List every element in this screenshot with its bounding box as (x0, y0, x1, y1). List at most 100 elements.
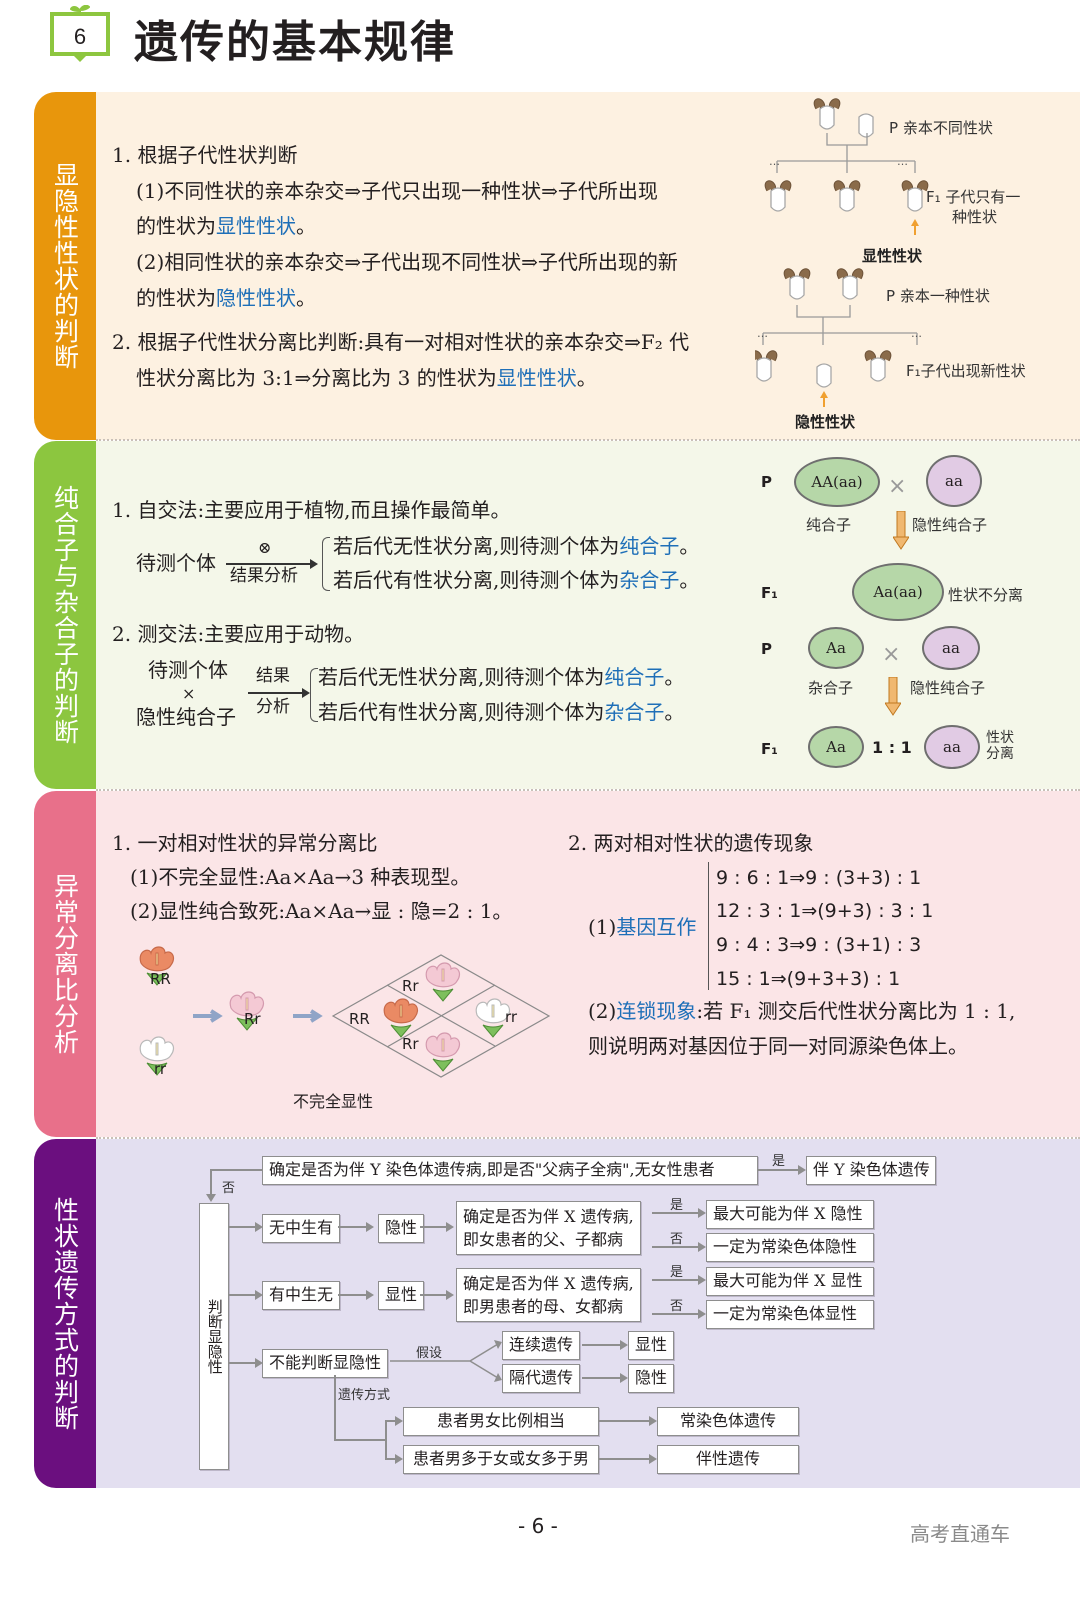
box-autosomal-recessive: 一定为常染色体隐性 (706, 1233, 874, 1262)
cross-symbol-2: × (882, 642, 901, 667)
test-subject: 待测个体 (148, 658, 228, 682)
label-no: 否 (670, 1299, 684, 1314)
s3-linkage-line2: 则说明两对基因位于同一对同源染色体上。 (588, 1034, 968, 1058)
label-yes: 是 (670, 1265, 684, 1280)
arrowhead-down (206, 1194, 216, 1202)
section4-tab-label: 性状遗传方式的判断 (50, 1196, 80, 1431)
oval-aa-1: aa (926, 455, 982, 507)
box-autosomal-inheritance: 常染色体遗传 (657, 1407, 799, 1436)
arrowhead (395, 1454, 403, 1464)
selfing-case1: 若后代无性状分离,则待测个体为纯合子。 (333, 534, 700, 558)
connector (582, 1377, 622, 1379)
label-separation-b: 分离 (986, 746, 1014, 762)
watermark: 高考直通车 (910, 1522, 1010, 1546)
label-no-separation: 性状不分离 (948, 586, 1024, 604)
s2-item1-title: 1. 自交法:主要应用于植物,而且操作最简单。 (112, 498, 511, 522)
test-arrow (248, 692, 304, 694)
box-nothing-from-something: 有中生无 (262, 1281, 341, 1310)
label-f1-2: F₁ (761, 740, 778, 758)
selfing-arrow (226, 563, 312, 565)
connector (599, 1420, 651, 1422)
ratio-brace (708, 862, 714, 990)
arrowhead (698, 1208, 706, 1218)
connector (385, 1458, 397, 1460)
test-partner: 隐性纯合子 (136, 705, 236, 729)
cross-symbol-1: × (888, 474, 907, 499)
chapter-book-icon: 6 (50, 12, 110, 56)
section-divider (96, 439, 1080, 441)
svg-text:…: … (757, 327, 768, 340)
box-autosomal-dominant: 一定为常染色体显性 (706, 1300, 874, 1329)
label-inheritance-mode: 遗传方式 (338, 1388, 391, 1403)
selfing-case2: 若后代有性状分离,则待测个体为杂合子。 (333, 568, 700, 592)
oval-AA: AA(aa) (794, 457, 880, 507)
section1-panel (96, 92, 1080, 440)
grid-top-Rr: Rr (402, 977, 419, 995)
label-p2: P (761, 640, 772, 658)
box-equal-ratio: 患者男女比例相当 (403, 1407, 599, 1436)
arrowhead (395, 1416, 403, 1426)
assume-branch-lines (390, 1340, 502, 1382)
box-unequal-ratio: 患者男多于女或女多于男 (403, 1445, 599, 1474)
connector (652, 1313, 700, 1315)
flower-caption: 不完全显性 (293, 1092, 374, 1111)
box-skip-generation: 隔代遗传 (502, 1364, 581, 1393)
s1-item2-line1: 2. 根据子代性状分离比判断:具有一对相对性状的亲本杂交⇒F₂ 代 (112, 330, 690, 354)
section3-tab-label: 异常分离比分析 (50, 873, 80, 1055)
arrowhead (798, 1165, 806, 1175)
arrowhead (620, 1373, 628, 1383)
oval-F1-aa: aa (924, 725, 980, 769)
selfing-arrowhead (310, 559, 318, 569)
flower-parent-RR: RR (150, 970, 171, 988)
grid-bottom-Rr: Rr (402, 1035, 419, 1053)
label-homozygous: 纯合子 (806, 516, 852, 534)
box-check-x-linked-recessive: 确定是否为伴 X 遗传病, 即女患者的父、子都病 (456, 1201, 641, 1256)
connector (420, 1226, 448, 1228)
label-f1-1: F₁ (761, 584, 778, 602)
highlight-recessive: 隐性性状 (216, 286, 296, 310)
box-likely-x-recessive: 最大可能为伴 X 隐性 (706, 1200, 874, 1229)
flower-f1-Rr: Rr (244, 1010, 261, 1028)
highlight-dominant: 显性性状 (216, 214, 296, 238)
box-check-y-linked: 确定是否为伴 Y 染色体遗传病,即是否"父病子全病",无女性患者 (262, 1156, 758, 1185)
box-recessive: 隐性 (378, 1214, 425, 1243)
s1-item1-sub1-line1: (1)不同性状的亲本杂交⇒子代只出现一种性状⇒子代所出现 (136, 179, 658, 203)
selfing-subject: 待测个体 (136, 551, 216, 575)
down-arrow-2 (884, 676, 902, 717)
connector (334, 1375, 336, 1440)
s3-item1-title: 1. 一对相对性状的异常分离比 (112, 831, 378, 855)
box-sex-linked: 伴性遗传 (657, 1445, 799, 1474)
s1-item2-line2: 性状分离比为 3:1⇒分离比为 3 的性状为显性性状。 (136, 366, 597, 390)
connector (385, 1420, 387, 1458)
selfing-symbol: ⊗ (258, 538, 272, 557)
connector (758, 1169, 800, 1171)
label-f1-one-trait-a: F₁ 子代只有一 (926, 188, 1021, 206)
arrowhead (366, 1222, 374, 1232)
svg-text:…: … (769, 155, 780, 168)
s3-item2-title: 2. 两对相对性状的遗传现象 (568, 831, 814, 855)
ratio-row: 15 : 1⇒(9+3+3) : 1 (716, 968, 901, 990)
section3-panel (96, 791, 1080, 1137)
arrowhead (698, 1309, 706, 1319)
connector (334, 1439, 386, 1441)
box-y-linked: 伴 Y 染色体遗传 (806, 1156, 936, 1185)
selfing-below: 结果分析 (230, 566, 298, 586)
s2-item2-title: 2. 测交法:主要应用于动物。 (112, 622, 365, 646)
s3-linkage-line1: (2)连锁现象:若 F₁ 测交后代性状分离比为 1 : 1, (588, 999, 1016, 1023)
label-separation-a: 性状 (986, 730, 1014, 746)
arrowhead (649, 1454, 657, 1464)
test-case1: 若后代无性状分离,则待测个体为纯合子。 (318, 665, 685, 689)
arrowhead (698, 1275, 706, 1285)
connector (652, 1212, 700, 1214)
label-yes: 是 (772, 1154, 786, 1169)
page-number: - 6 - (518, 1514, 558, 1538)
test-cross-symbol: × (182, 684, 196, 703)
s1-item1-sub2-line2: 的性状为隐性性状。 (136, 286, 316, 310)
flower-parent-rr: rr (154, 1060, 167, 1078)
oval-F1-Aa: Aa(aa) (852, 563, 944, 621)
box-something-from-nothing: 无中生有 (262, 1214, 341, 1243)
section4-tab: 性状遗传方式的判断 (34, 1139, 96, 1488)
oval-Aa: Aa (808, 627, 864, 669)
box-continuous-result: 显性 (628, 1331, 675, 1360)
test-arrowhead (302, 688, 310, 698)
